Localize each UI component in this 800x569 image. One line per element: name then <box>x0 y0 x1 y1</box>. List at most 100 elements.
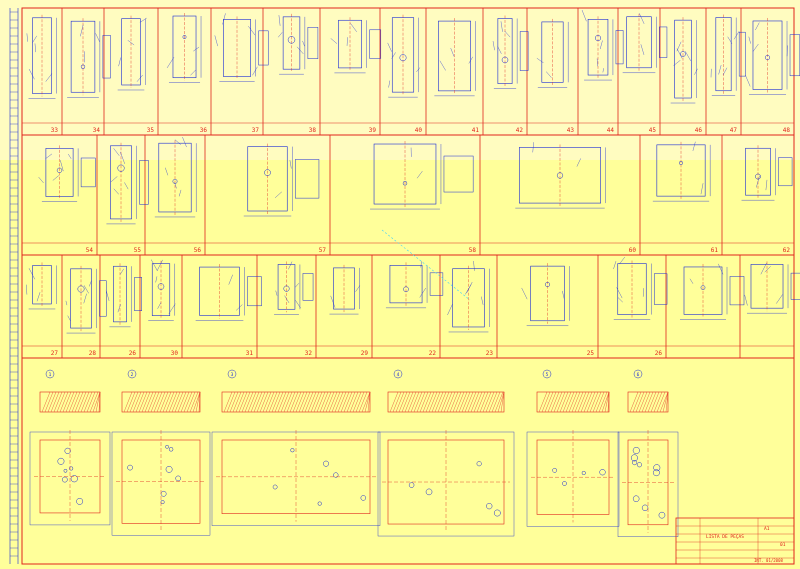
side-view <box>738 31 746 77</box>
hatch-line <box>334 391 344 413</box>
hatch-line <box>577 391 587 413</box>
leader-line <box>718 65 722 75</box>
hatch-line <box>607 391 610 413</box>
hatch-line <box>310 391 320 413</box>
hatch-line <box>286 391 296 413</box>
hatch-line <box>422 391 432 413</box>
hatch-line <box>583 391 593 413</box>
leader-line <box>302 40 305 47</box>
plan-hole <box>552 467 558 473</box>
balloon <box>542 369 552 379</box>
leader-line <box>733 31 740 40</box>
leader-line <box>278 15 281 26</box>
hatch-line <box>404 391 414 413</box>
hatch-line <box>440 391 450 413</box>
hatch-line <box>541 391 551 413</box>
leader-line <box>639 13 645 24</box>
plan-hole <box>333 472 339 478</box>
hatch-line <box>238 391 248 413</box>
leader-line <box>284 295 290 304</box>
leader-line <box>182 137 187 148</box>
hatch-line <box>165 391 175 413</box>
leader-line <box>174 182 177 189</box>
plan-hole <box>63 468 68 473</box>
part-number: 27 <box>51 350 59 357</box>
leader-line <box>156 259 163 271</box>
hatch-line <box>65 391 75 413</box>
part-number: 37 <box>252 127 260 134</box>
leader-line <box>756 175 760 188</box>
plan-hole <box>272 484 278 490</box>
hatch-line <box>479 391 489 413</box>
leader-line <box>330 295 336 308</box>
plan-hole <box>64 447 71 454</box>
bore-hole <box>182 35 187 39</box>
side-view <box>302 273 314 301</box>
plan-hole <box>632 495 640 503</box>
leader-line <box>468 56 473 64</box>
balloon-number: 5 <box>546 372 549 378</box>
leader-line <box>174 139 181 145</box>
hatch-line <box>268 391 278 413</box>
hatch-line <box>500 391 505 413</box>
balloon <box>393 369 403 379</box>
hatch-line <box>574 391 584 413</box>
leader-line <box>581 10 587 22</box>
hatch-line <box>235 391 245 413</box>
hatch-line <box>452 391 462 413</box>
hatch-line <box>180 391 190 413</box>
left-margin-ruler <box>9 8 19 564</box>
hatch-line <box>559 391 569 413</box>
leader-line <box>497 46 502 54</box>
leader-line <box>45 73 53 82</box>
leader-line <box>118 57 121 67</box>
title-block-revision: 01 <box>780 542 786 548</box>
leader-line <box>391 52 396 59</box>
hatch-line <box>229 391 239 413</box>
plan-hole <box>165 444 169 449</box>
leader-line <box>727 36 733 44</box>
leader-line <box>193 46 200 52</box>
hatch-line <box>470 391 480 413</box>
hatch-line <box>123 391 133 413</box>
hatch-line <box>550 391 560 413</box>
hatch-line <box>322 391 332 413</box>
hatch-line <box>189 391 199 413</box>
hatch-line <box>301 391 311 413</box>
hatch-line <box>83 391 93 413</box>
hatch-line <box>292 391 302 413</box>
hatch-line <box>364 391 371 413</box>
leader-line <box>465 284 472 295</box>
part-number: 46 <box>695 127 703 134</box>
part-number: 23 <box>486 350 494 357</box>
leader-line <box>416 171 423 179</box>
hatch-line <box>473 391 483 413</box>
leader-line <box>52 175 59 181</box>
part-number: 54 <box>86 247 94 254</box>
leader-line <box>694 68 698 75</box>
hatch-line <box>174 391 184 413</box>
leader-line <box>295 283 299 288</box>
leader-line <box>745 75 751 87</box>
leader-line <box>95 33 100 43</box>
hatch-line <box>62 391 72 413</box>
part-number: 32 <box>305 350 313 357</box>
hatch-line <box>89 391 99 413</box>
hatch-line <box>177 391 187 413</box>
balloon-number: 4 <box>397 372 400 378</box>
hatch-line <box>331 391 341 413</box>
part-number: 26 <box>129 350 137 357</box>
leader-line <box>113 188 119 195</box>
side-view <box>80 157 96 188</box>
leader-line <box>155 276 158 283</box>
hatch-line <box>304 391 314 413</box>
leader-line <box>504 30 511 38</box>
hatch-line <box>232 391 242 413</box>
hatch-line <box>244 391 254 413</box>
leader-line <box>692 141 696 151</box>
sheet-frame <box>21 7 795 565</box>
hatch-line <box>653 391 663 413</box>
hatch-line <box>50 391 60 413</box>
leader-line <box>387 42 392 52</box>
